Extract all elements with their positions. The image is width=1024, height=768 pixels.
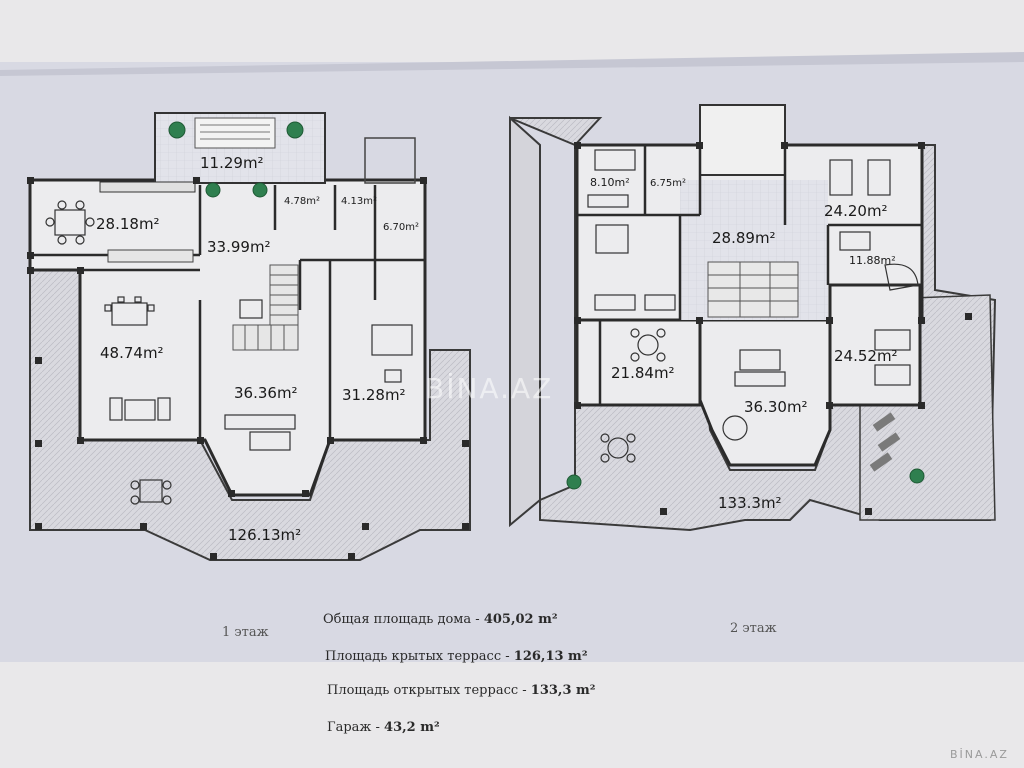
room-area-label: 6.70m² bbox=[383, 222, 419, 233]
summary-line: Площадь открытых террасс - 133,3 m² bbox=[327, 683, 595, 698]
room-area-label: 36.36m² bbox=[234, 384, 298, 402]
summary-label: Площадь открытых террасс - bbox=[327, 683, 531, 698]
watermark-corner: BİNA.AZ bbox=[950, 748, 1009, 761]
room-area-label: 36.30m² bbox=[744, 398, 808, 416]
room-area-label: 24.52m² bbox=[834, 347, 898, 365]
summary-line: Общая площадь дома - 405,02 m² bbox=[323, 612, 558, 627]
room-area-label: 48.74m² bbox=[100, 344, 164, 362]
room-area-label: 24.20m² bbox=[824, 202, 888, 220]
floor-1-plan bbox=[27, 112, 471, 561]
floor-1-caption: 1 этаж bbox=[222, 625, 269, 640]
summary-label: Площадь крытых террасс - bbox=[325, 649, 514, 664]
summary-value: 126,13 m² bbox=[513, 649, 588, 664]
summary-value: 405,02 m² bbox=[483, 612, 558, 627]
floor-2-plan bbox=[509, 104, 997, 532]
room-area-label: 28.18m² bbox=[96, 215, 160, 233]
room-area-label: 11.29m² bbox=[200, 154, 264, 172]
room-area-label: 4.78m² bbox=[284, 196, 320, 207]
floor-2-room-labels: 8.10m² 6.75m² 24.20m² 28.89m² 11.88m² 21… bbox=[590, 176, 898, 512]
room-area-label: 31.28m² bbox=[342, 386, 406, 404]
summary-label: Общая площадь дома - bbox=[323, 612, 484, 627]
room-area-label: 28.89m² bbox=[712, 229, 776, 247]
summary-label: Гараж - bbox=[327, 720, 385, 735]
summary-value: 133,3 m² bbox=[530, 683, 596, 698]
room-area-label: 6.75m² bbox=[650, 178, 686, 189]
room-area-label: 33.99m² bbox=[207, 238, 271, 256]
summary-line: Гараж - 43,2 m² bbox=[327, 720, 440, 735]
room-area-label: 11.88m² bbox=[849, 254, 896, 267]
summary-line: Площадь крытых террасс - 126,13 m² bbox=[325, 649, 588, 664]
floor-1-room-labels: 11.29m² 28.18m² 4.78m² 4.13m² 6.70m² 33.… bbox=[96, 154, 419, 544]
room-area-label: 133.3m² bbox=[718, 494, 782, 512]
watermark-center: BİNA.AZ bbox=[425, 372, 554, 405]
summary-value: 43,2 m² bbox=[384, 720, 440, 735]
room-area-label: 4.13m² bbox=[341, 196, 377, 207]
floor-2-caption: 2 этаж bbox=[730, 621, 777, 636]
room-area-label: 126.13m² bbox=[228, 526, 301, 544]
room-area-label: 8.10m² bbox=[590, 176, 630, 189]
room-area-label: 21.84m² bbox=[611, 364, 675, 382]
